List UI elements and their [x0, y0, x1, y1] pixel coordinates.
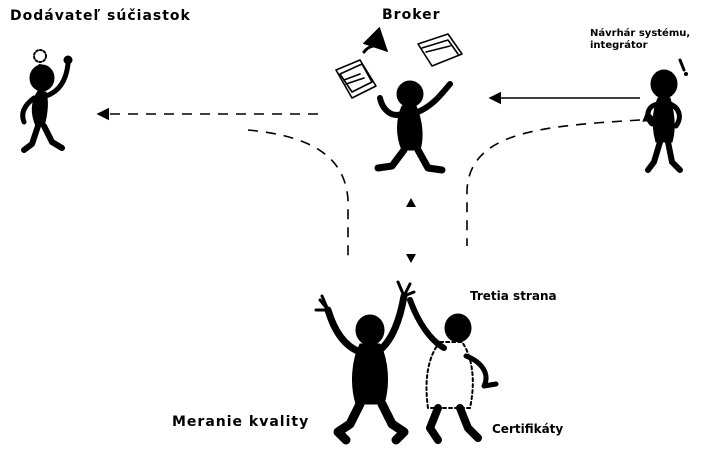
exclamation-icon: [680, 60, 688, 76]
broker-label: Broker: [382, 7, 441, 23]
quality-figure: [316, 282, 414, 440]
arrow-down-to-quality: [406, 254, 416, 263]
arrow-up-to-broker: [406, 198, 416, 207]
supplier-label: Dodávateľ súčiastok: [10, 8, 191, 24]
curve-right-connector: [467, 120, 640, 246]
designer-label: Návrhár systému, integrátor: [590, 28, 690, 51]
quality-measurement-label: Meranie kvality: [172, 414, 309, 430]
designer-figure: [648, 60, 688, 170]
third-party-figure: [410, 300, 496, 440]
supplier-figure: [23, 50, 72, 150]
broker-figure: [336, 34, 462, 170]
designer-label-line2: integrátor: [590, 40, 690, 52]
certificates-label: Certifikáty: [492, 423, 563, 437]
third-party-label: Tretia strana: [470, 290, 557, 304]
curve-left-connector: [248, 130, 348, 262]
designer-label-line1: Návrhár systému,: [590, 28, 690, 40]
